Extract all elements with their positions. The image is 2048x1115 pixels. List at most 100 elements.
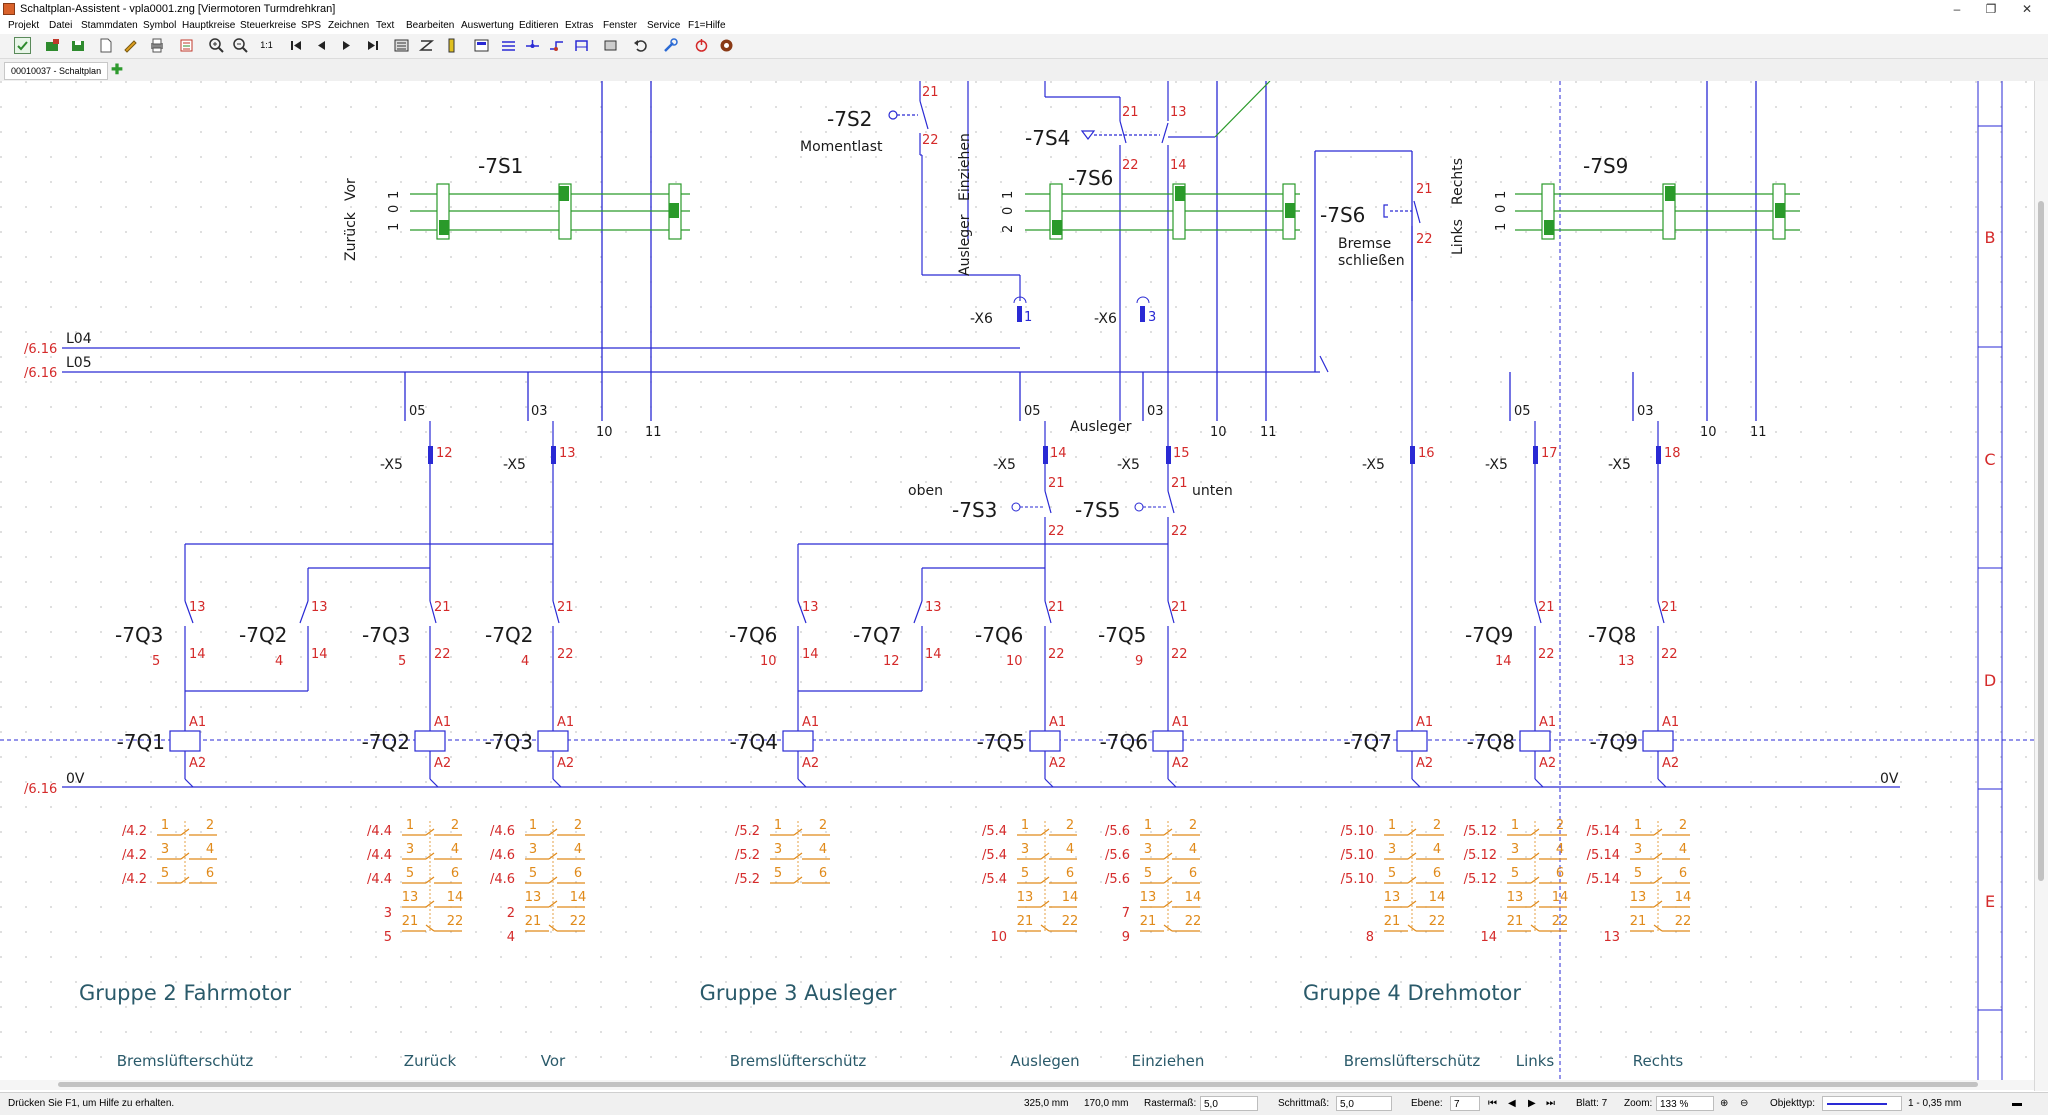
menu-bearbeiten[interactable]: Bearbeiten — [406, 20, 455, 31]
schematic-canvas[interactable]: B C D E L04 L05 0V 0V /6.16 /6.16 /6.1 — [0, 81, 2048, 1091]
terminal-x6-3[interactable]: -X6 3 — [1094, 296, 1156, 327]
last-page-icon[interactable] — [364, 37, 381, 54]
contact-7q3-a[interactable]: -7Q3 5 13 14 — [115, 600, 206, 669]
menu-service[interactable]: Service — [647, 20, 681, 31]
menu-zeichnen[interactable]: Zeichnen — [328, 20, 370, 31]
schritt-select[interactable]: 5,0 — [1336, 1096, 1392, 1111]
switch-7s9[interactable]: -7S9 Links Rechts 1 0 1 — [1450, 154, 1800, 255]
contact-7q5[interactable]: -7Q5 9 21 22 — [1098, 600, 1188, 669]
contact-7q7[interactable]: -7Q7 12 13 14 — [853, 600, 942, 669]
contact-7q2-b[interactable]: -7Q2 4 21 22 — [485, 600, 574, 669]
switch-7s4[interactable]: -7S4 21 22 13 14 — [1025, 81, 1271, 421]
terminal-x5[interactable]: -X5 18 — [1608, 446, 1681, 473]
zoom-1to1-icon[interactable]: 1:1 — [260, 40, 273, 50]
close-button[interactable]: ✕ — [2021, 2, 2033, 16]
switch-7s1[interactable]: -7S1 Zurück Vor 1 0 1 — [343, 154, 690, 261]
contact-7q6-b[interactable]: -7Q6 10 21 22 — [975, 600, 1065, 669]
menu-editieren[interactable]: Editieren — [519, 20, 559, 31]
contact-7q8[interactable]: -7Q8 13 21 22 — [1588, 600, 1678, 669]
menu-sps[interactable]: SPS — [301, 20, 322, 31]
line-icon[interactable] — [500, 37, 517, 54]
horizontal-scrollbar[interactable] — [0, 1080, 2034, 1090]
switch-7s5[interactable]: unten -7S5 21 22 — [1075, 476, 1233, 539]
open-project-icon[interactable] — [44, 37, 61, 54]
junction-icon[interactable] — [524, 37, 541, 54]
contact-7q2-a[interactable]: -7Q2 4 13 14 — [239, 600, 328, 669]
last-sheet-icon[interactable]: ⏭ — [1546, 1098, 1555, 1109]
terminal-x5[interactable]: -X5 13 — [503, 446, 576, 473]
zoom-out-icon[interactable] — [232, 37, 249, 54]
menu-hauptkreise[interactable]: Hauptkreise — [182, 20, 236, 31]
terminal-x5[interactable]: -X5 14 — [993, 446, 1067, 473]
menu-datei[interactable]: Datei — [49, 20, 73, 31]
add-tab-icon[interactable]: ✚ — [111, 61, 123, 77]
language-flag-icon[interactable]: ▬ — [2012, 1098, 2022, 1109]
wire-icon[interactable] — [418, 37, 435, 54]
terminal-x5[interactable]: -X5 17 — [1485, 446, 1558, 473]
symbol-library-icon[interactable] — [393, 37, 410, 54]
switch-7s6[interactable]: -7S6 2 0 1 — [1001, 166, 1300, 240]
next-sheet-icon[interactable]: ▶ — [1528, 1098, 1536, 1109]
restore-button[interactable]: ❐ — [1985, 2, 1997, 16]
terminal-x5[interactable]: -X5 15 — [1117, 446, 1190, 473]
terminal-x5[interactable]: -X5 12 — [380, 446, 453, 473]
menu-symbol[interactable]: Symbol — [143, 20, 177, 31]
first-page-icon[interactable] — [288, 37, 305, 54]
contact-7q9[interactable]: -7Q9 14 21 22 — [1465, 600, 1555, 669]
prev-sheet-icon[interactable]: ◀ — [1508, 1098, 1516, 1109]
settings-icon[interactable] — [662, 37, 679, 54]
zoom-select[interactable]: 133 % — [1656, 1096, 1714, 1111]
switch-7s6-bremse[interactable]: -7S6 Bremse schließen 21 22 — [1319, 182, 1433, 421]
new-file-icon[interactable] — [97, 37, 114, 54]
menu-auswertung[interactable]: Auswertung — [461, 20, 514, 31]
print-icon[interactable] — [148, 37, 165, 54]
menu-text[interactable]: Text — [376, 20, 395, 31]
first-sheet-icon[interactable]: ⏮ — [1488, 1098, 1497, 1109]
connection-icon[interactable] — [548, 37, 565, 54]
edit-icon[interactable] — [122, 37, 139, 54]
list-icon[interactable] — [178, 37, 195, 54]
terminal-icon[interactable] — [473, 37, 490, 54]
object-icon[interactable] — [602, 37, 619, 54]
check-icon[interactable] — [14, 37, 31, 54]
schematic-drawing[interactable]: B C D E L04 L05 0V 0V /6.16 /6.16 /6.1 — [0, 81, 2034, 1080]
status-zoom-out-icon[interactable]: ⊖ — [1740, 1098, 1749, 1109]
tab-schaltplan[interactable]: 00010037 - Schaltplan — [4, 62, 109, 80]
terminal-x5[interactable]: -X5 16 — [1362, 446, 1435, 473]
vertical-scrollbar[interactable] — [2034, 81, 2048, 1091]
undo-icon[interactable] — [632, 37, 649, 54]
next-page-icon[interactable] — [338, 37, 355, 54]
menu-fenster[interactable]: Fenster — [603, 20, 637, 31]
status-zoom-in-icon[interactable]: ⊕ — [1720, 1098, 1729, 1109]
menu-hilfe[interactable]: F1=Hilfe — [688, 20, 726, 31]
switch-7s2[interactable]: -7S2 Momentlast 21 22 Ausleger Einziehen — [800, 81, 1021, 301]
switch-7s3[interactable]: oben -7S3 21 22 — [908, 476, 1065, 539]
menu-stammdaten[interactable]: Stammdaten — [81, 20, 138, 31]
vertical-scroll-thumb[interactable] — [2038, 201, 2044, 881]
save-project-icon[interactable] — [70, 37, 87, 54]
ebene-input[interactable]: 7 — [1450, 1096, 1480, 1111]
power-icon[interactable] — [693, 37, 710, 54]
bridge-icon[interactable] — [573, 37, 590, 54]
menu-projekt[interactable]: Projekt — [8, 20, 40, 31]
zoom-in-icon[interactable] — [208, 37, 225, 54]
menu-steuerkreise[interactable]: Steuerkreise — [240, 20, 297, 31]
raster-select[interactable]: 5,0 — [1200, 1096, 1258, 1111]
menu-extras[interactable]: Extras — [565, 20, 594, 31]
contact-7q3-b[interactable]: -7Q3 5 21 22 — [362, 600, 451, 669]
prev-page-icon[interactable] — [313, 37, 330, 54]
contact-7q6-a[interactable]: -7Q6 10 13 14 — [729, 600, 819, 669]
horizontal-scroll-thumb[interactable] — [58, 1082, 1978, 1087]
terminal-x6-1[interactable]: -X6 1 — [970, 296, 1032, 327]
fuse-icon[interactable] — [443, 37, 460, 54]
minimize-button[interactable]: – — [1953, 2, 1961, 16]
